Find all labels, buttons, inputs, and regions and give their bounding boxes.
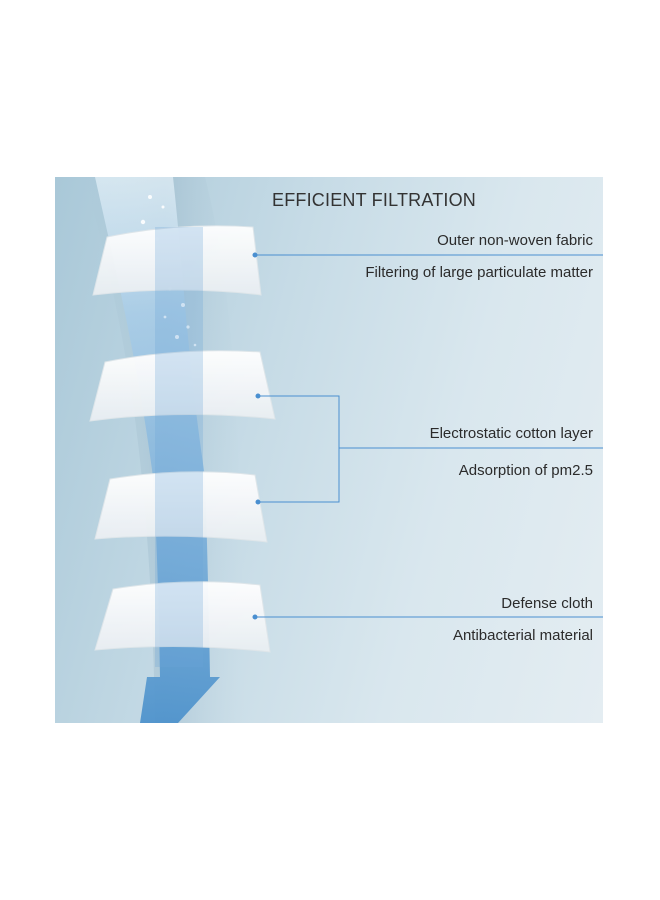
- leader-bracket-electrostatic: [258, 395, 340, 503]
- leader-dot-electrostatic-1: [255, 393, 261, 399]
- flow-through-layers: [155, 227, 203, 667]
- leader-dot-electrostatic-2: [255, 499, 261, 505]
- layer-2-name: Electrostatic cotton layer: [429, 425, 593, 442]
- layer-2-description: Adsorption of pm2.5: [458, 462, 593, 479]
- diagram-title: EFFICIENT FILTRATION: [272, 190, 477, 210]
- filtration-diagram: EFFICIENT FILTRATION Outer non-woven fab…: [55, 177, 603, 723]
- leader-dot-defense: [252, 614, 258, 620]
- diagram-illustration: [85, 177, 603, 723]
- filter-layer-electrostatic-1: [89, 350, 276, 422]
- layer-1-description: Filtering of large particulate matter: [365, 264, 593, 281]
- filter-layer-electrostatic-2: [94, 471, 268, 543]
- layer-1-name: Outer non-woven fabric: [437, 232, 593, 249]
- filter-layer-outer: [92, 225, 262, 296]
- layer-3-name: Defense cloth: [501, 595, 593, 612]
- leader-dot-outer: [252, 252, 258, 258]
- filter-layer-defense: [94, 581, 271, 653]
- layer-3-description: Antibacterial material: [452, 627, 593, 644]
